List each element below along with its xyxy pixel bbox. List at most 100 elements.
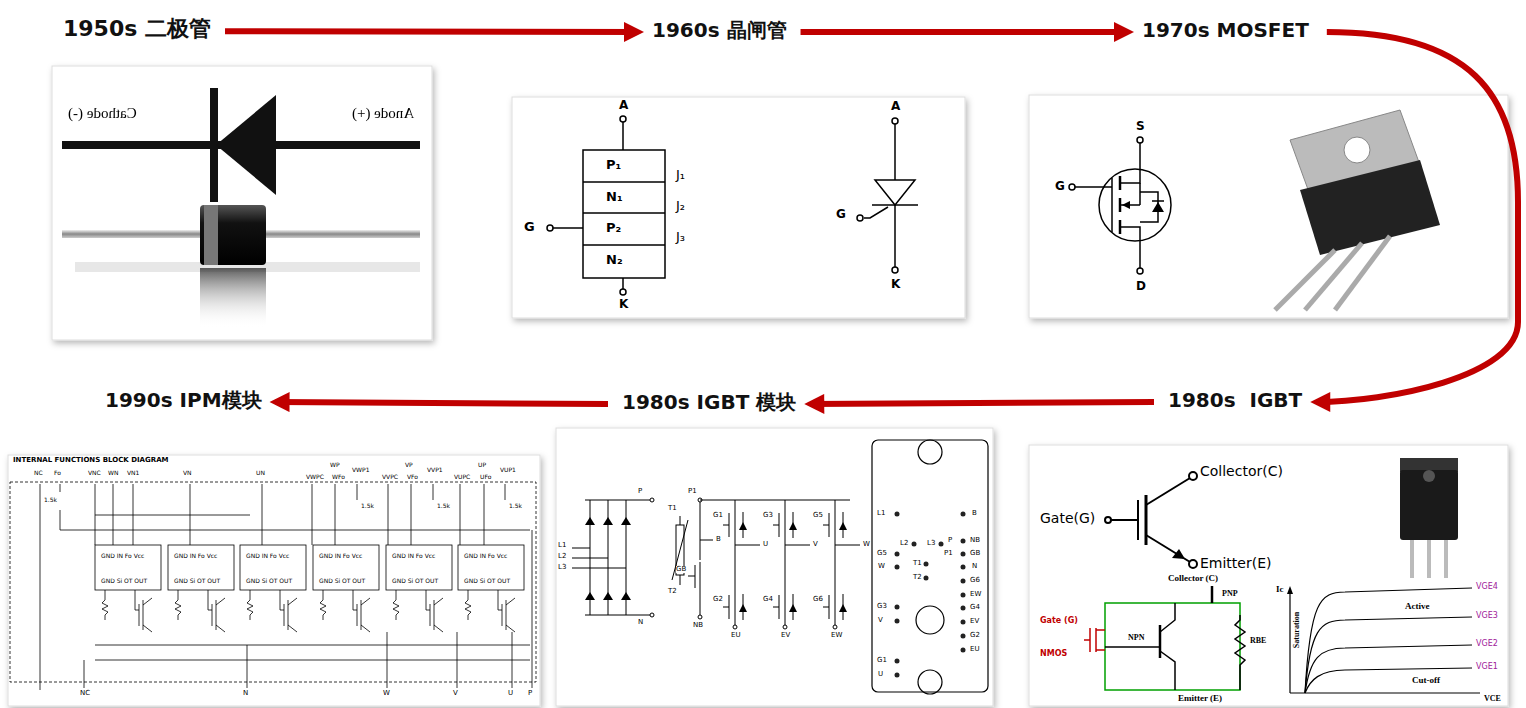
part-label: Gate(G) — [1040, 511, 1095, 525]
part-label: T1 — [913, 560, 922, 567]
part-label: GND Si OT OUT — [246, 578, 292, 584]
part-label: EV — [781, 632, 790, 639]
part-label: G6 — [813, 596, 823, 603]
part-label: VN — [183, 470, 192, 476]
part-label: VN1 — [127, 470, 139, 476]
part-label: Fo — [54, 470, 61, 476]
part-label: G1 — [713, 512, 723, 519]
part-label: P1 — [688, 488, 697, 495]
era-title: 1980s IGBT — [1168, 388, 1302, 412]
part-label: EU — [970, 646, 980, 653]
part-label: VGE2 — [1476, 640, 1498, 648]
part-label: N — [972, 563, 977, 570]
timeline-arrow — [810, 402, 1154, 404]
part-label: 1.5k — [44, 497, 57, 503]
part-label: GND Si OT OUT — [464, 578, 510, 584]
part-label: G6 — [970, 577, 980, 584]
part-label: Active — [1405, 602, 1430, 611]
part-label: L1 — [877, 510, 885, 517]
part-label: V — [453, 690, 458, 697]
part-label: Saturation — [1293, 612, 1301, 648]
era-label: 1980s IGBT — [1168, 388, 1302, 412]
part-label: L3 — [927, 540, 935, 547]
timeline-arrow — [276, 402, 608, 404]
part-label: G — [1055, 180, 1065, 192]
part-label: Gate (G) — [1040, 617, 1078, 625]
part-label: 1.5k — [361, 503, 374, 509]
era-title: 1970s MOSFET — [1142, 18, 1309, 42]
part-label: Collector (C) — [1168, 574, 1218, 583]
part-label: VGE3 — [1476, 612, 1498, 620]
part-label: 1.5k — [437, 503, 450, 509]
timeline-arrow — [225, 28, 638, 35]
part-label: G3 — [763, 512, 773, 519]
part-label: P — [638, 488, 642, 495]
part-label: GND IN Fo Vcc — [174, 553, 217, 559]
part-label: NC — [34, 470, 43, 476]
part-label: VGE4 — [1476, 583, 1498, 591]
part-label: WP — [330, 462, 340, 468]
part-label: G3 — [877, 603, 887, 610]
part-label: A — [891, 100, 900, 112]
part-label: NMOS — [1040, 650, 1067, 658]
part-label: Ic — [1276, 585, 1284, 594]
part-label: J₃ — [676, 230, 685, 243]
part-label: W — [863, 541, 870, 548]
part-label: EU — [731, 632, 741, 639]
part-label: VWP1 — [352, 467, 369, 473]
era-label: 1990s IPM模块 — [105, 388, 262, 412]
part-label: WFo — [332, 474, 345, 480]
part-label: N — [638, 619, 643, 626]
part-label: PNP — [1222, 590, 1238, 598]
era-label: 1960s 晶闸管 — [652, 18, 787, 42]
part-label: V — [813, 541, 818, 548]
part-label: L1 — [558, 542, 566, 549]
part-label: G2 — [970, 632, 980, 639]
part-label: U — [763, 541, 768, 548]
part-label: L3 — [558, 564, 566, 571]
part-label: U — [508, 690, 513, 697]
part-label: P₁ — [606, 158, 621, 171]
part-label: J₂ — [676, 199, 685, 212]
part-label: GND Si OT OUT — [319, 578, 365, 584]
part-label: G2 — [713, 596, 723, 603]
part-label: K — [619, 298, 628, 310]
part-label: P₂ — [606, 221, 621, 234]
part-label: B — [716, 536, 721, 543]
part-label: UN — [256, 470, 265, 476]
part-label: T2 — [913, 574, 922, 581]
part-label: 1.5k — [509, 503, 522, 509]
part-label: G4 — [763, 596, 773, 603]
part-label: N₁ — [606, 190, 623, 203]
part-label: J₁ — [676, 168, 685, 181]
part-label: Cut-off — [1412, 676, 1440, 685]
part-label: GND Si OT OUT — [174, 578, 220, 584]
part-label: T1 — [668, 505, 677, 512]
part-label: GND IN Fo Vcc — [319, 553, 362, 559]
part-label: UFo — [480, 474, 491, 480]
part-label: GB — [676, 566, 686, 573]
part-label: Collector(C) — [1200, 464, 1283, 478]
part-label: GB — [970, 550, 980, 557]
part-label: EV — [970, 618, 979, 625]
part-label: VCE — [1484, 695, 1501, 703]
part-label: D — [1136, 280, 1146, 292]
part-label: GND IN Fo Vcc — [392, 553, 435, 559]
part-label: K — [891, 278, 900, 290]
part-label: WN — [108, 470, 118, 476]
part-label: VWPC — [306, 474, 324, 480]
part-label: W — [383, 690, 390, 697]
part-label: G5 — [813, 512, 823, 519]
part-label: Emitter (E) — [1178, 694, 1222, 703]
part-label: G — [836, 208, 846, 220]
part-label: NPN — [1128, 634, 1144, 642]
part-label: N₂ — [606, 253, 623, 266]
part-label: VVP1 — [427, 467, 443, 473]
part-label: GND IN Fo Vcc — [464, 553, 507, 559]
part-label: VFo — [407, 474, 418, 480]
part-label: V — [878, 617, 883, 624]
part-label: B — [972, 510, 977, 517]
part-label: U — [878, 671, 883, 678]
part-label: T2 — [668, 588, 677, 595]
era-title: 1980s IGBT 模块 — [622, 390, 796, 414]
